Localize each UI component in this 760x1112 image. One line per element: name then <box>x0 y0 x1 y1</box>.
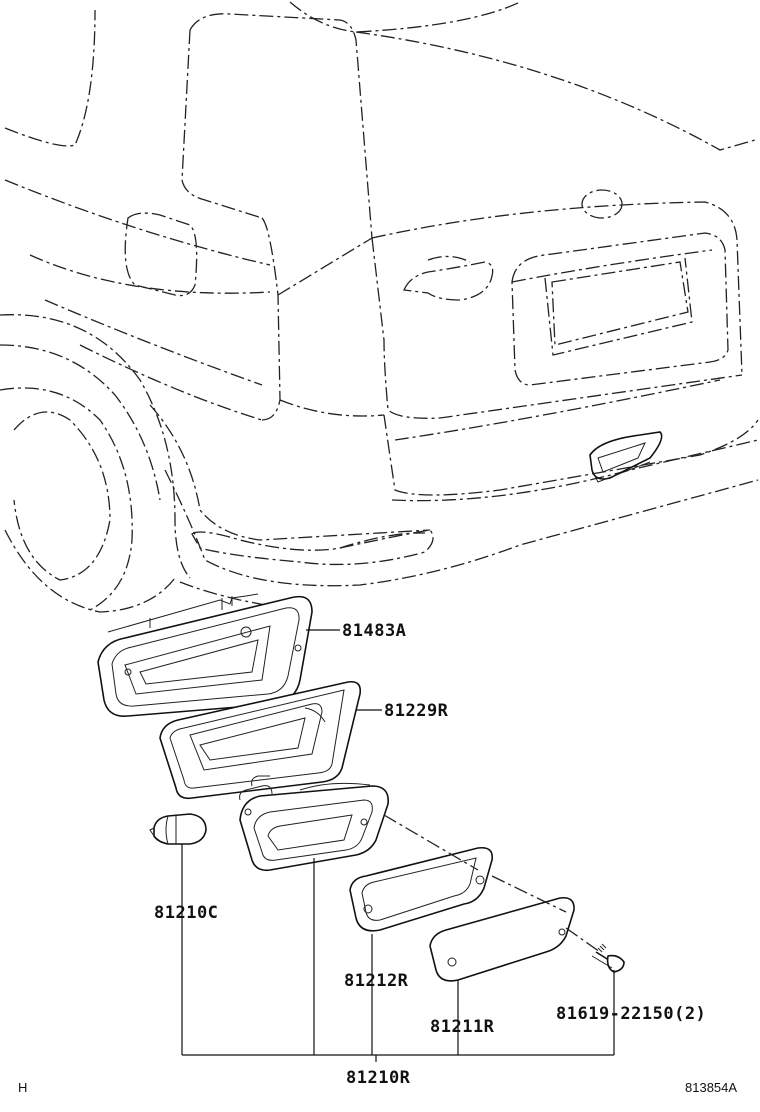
label-81212R: 81212R <box>344 971 409 991</box>
part-81229R-gasket <box>159 680 362 800</box>
part-81212R-gasket <box>349 846 494 932</box>
part-81211R-lens <box>429 896 575 982</box>
label-81210R: 81210R <box>346 1068 411 1088</box>
part-81483A-housing <box>97 593 313 717</box>
vehicle-body-outline <box>0 1 759 613</box>
part-81619-22150-screw <box>591 943 625 973</box>
part-labels: 81483A 81229R 81210C 81212R 81211R 81619… <box>18 621 737 1095</box>
label-81211R: 81211R <box>430 1017 495 1037</box>
part-81210C-bulb <box>149 813 207 845</box>
corner-mark: H <box>18 1080 27 1095</box>
label-81483A: 81483A <box>342 621 406 641</box>
part-lamp-body <box>239 775 389 872</box>
label-81210C: 81210C <box>154 903 218 923</box>
label-81619-22150: 81619-22150(2) <box>556 1004 706 1024</box>
drawing-number: 813854A <box>685 1080 737 1095</box>
assembly-guide-lines <box>383 814 601 953</box>
label-81229R: 81229R <box>384 701 449 721</box>
leader-lines <box>181 629 615 1062</box>
